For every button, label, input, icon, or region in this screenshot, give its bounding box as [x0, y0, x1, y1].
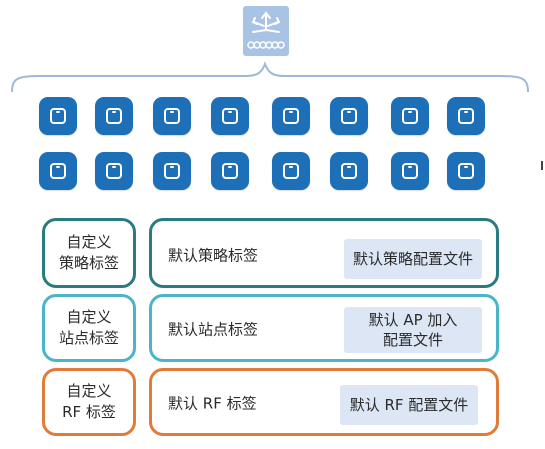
default-rf-tag-box: 默认 RF 标签 默认 RF 配置文件: [149, 368, 499, 436]
access-point-icon: [95, 152, 133, 190]
access-point-icon: [330, 152, 368, 190]
custom-rf-tag-box: 自定义 RF 标签: [42, 368, 136, 436]
default-policy-tag-label: 默认策略标签: [168, 246, 259, 265]
custom-policy-tag-line-2: 策略标签: [58, 254, 119, 272]
default-ap-join-profile-line-2: 配置文件: [382, 331, 443, 349]
access-point-icon: [211, 97, 249, 135]
access-point-icon: [95, 97, 133, 135]
custom-rf-tag-line-1: 自定义: [66, 382, 112, 400]
text-cursor-mark: [541, 161, 543, 170]
default-site-tag-box: 默认站点标签 默认 AP 加入 配置文件: [149, 294, 499, 362]
access-point-icon: [153, 97, 191, 135]
default-policy-profile-line-1: 默认策略配置文件: [352, 250, 473, 268]
default-rf-tag-label: 默认 RF 标签: [168, 394, 257, 413]
custom-site-tag-line-2: 站点标签: [58, 329, 119, 347]
access-point-icon: [211, 152, 249, 190]
access-point-icon: [447, 97, 485, 135]
default-rf-profile-line-1: 默认 RF 配置文件: [349, 396, 469, 414]
access-point-icon: [272, 152, 310, 190]
custom-policy-tag-line-1: 自定义: [66, 233, 112, 251]
wireless-controller-icon: [243, 6, 289, 56]
access-point-icon: [272, 97, 310, 135]
default-policy-tag-box: 默认策略标签 默认策略配置文件: [149, 218, 499, 288]
access-point-icon: [153, 152, 191, 190]
access-point-icon: [39, 152, 77, 190]
access-point-icon: [447, 152, 485, 190]
default-rf-profile: 默认 RF 配置文件: [340, 385, 478, 425]
access-point-icon: [330, 97, 368, 135]
custom-site-tag-line-1: 自定义: [66, 308, 112, 326]
custom-rf-tag-line-2: RF 标签: [62, 403, 116, 421]
default-site-tag-label: 默认站点标签: [168, 320, 259, 339]
access-point-icon: [39, 97, 77, 135]
access-point-icon: [391, 152, 429, 190]
grouping-brace: [11, 61, 529, 93]
access-point-icon: [391, 97, 429, 135]
default-policy-profile: 默认策略配置文件: [344, 239, 482, 279]
default-ap-join-profile: 默认 AP 加入 配置文件: [344, 307, 482, 353]
custom-site-tag-box: 自定义 站点标签: [42, 294, 136, 362]
custom-policy-tag-box: 自定义 策略标签: [42, 218, 136, 288]
default-ap-join-profile-line-1: 默认 AP 加入: [368, 311, 458, 329]
